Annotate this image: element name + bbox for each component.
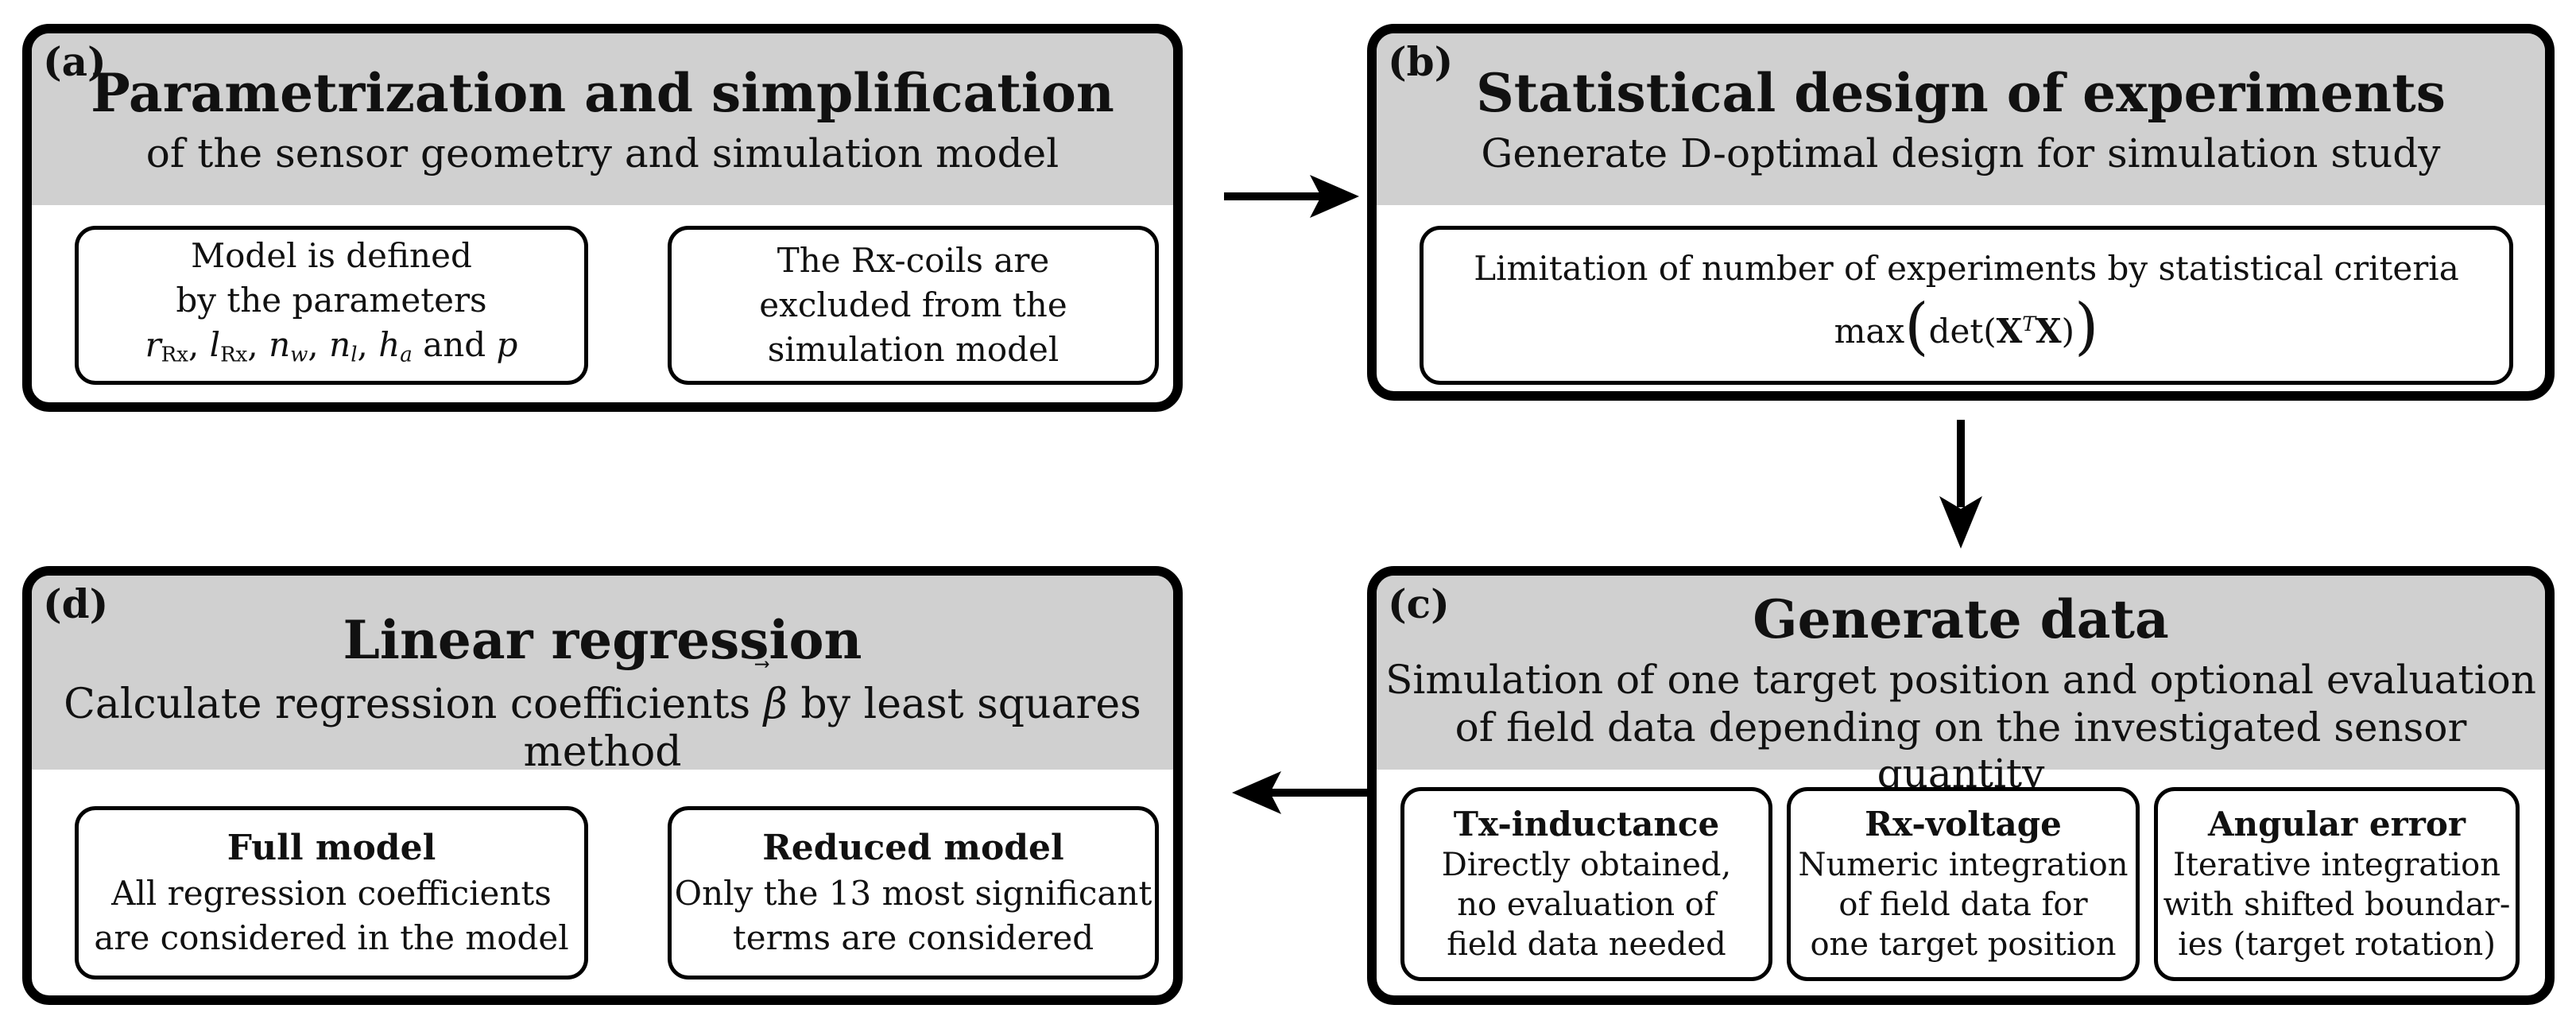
panel-b-subtitle: Generate D-optimal design for simulation… — [1481, 130, 2441, 177]
rx-voltage-box: Rx-voltage Numeric integration of field … — [1787, 787, 2140, 981]
panel-d-header: (d) Linear regression Calculate regressi… — [32, 576, 1173, 776]
panel-a-title: Parametrization and simplification — [91, 62, 1114, 124]
limitation-criteria-text: Limitation of number of experiments by s… — [1474, 248, 2459, 288]
panel-b-title: Statistical design of experiments — [1476, 62, 2446, 124]
model-parameters-box: Model is defined by the parameters rRx, … — [75, 226, 588, 385]
angular-error-line3: ies (target rotation) — [2178, 926, 2496, 963]
rx-voltage-title: Rx-voltage — [1865, 805, 2062, 844]
rx-coils-excluded-box: The Rx-coils are excluded from the simul… — [668, 226, 1159, 385]
panel-b-letter: (b) — [1388, 38, 1454, 85]
reduced-model-box: Reduced model Only the 13 most significa… — [668, 806, 1159, 980]
reduced-model-line2: terms are considered — [732, 918, 1094, 957]
panel-c-letter: (c) — [1388, 580, 1450, 627]
full-model-line2: are considered in the model — [94, 918, 569, 957]
model-parameters-and: and — [423, 324, 486, 364]
angular-error-title: Angular error — [2207, 805, 2466, 844]
tx-inductance-box: Tx-inductance Directly obtained, no eval… — [1400, 787, 1772, 981]
model-parameters-line1: Model is defined — [191, 235, 472, 275]
panel-c-subtitle-line2: of field data depending on the investiga… — [1455, 704, 2467, 797]
panel-d-linear-regression: (d) Linear regression Calculate regressi… — [22, 566, 1183, 1005]
full-model-title: Full model — [227, 828, 436, 868]
rx-voltage-line3: one target position — [1810, 926, 2117, 963]
arrow-a-to-b — [1224, 175, 1359, 218]
panel-c-generate-data: (c) Generate data Simulation of one targ… — [1367, 566, 2555, 1005]
angular-error-line1: Iterative integration — [2173, 847, 2500, 883]
arrow-b-to-c — [1939, 420, 1982, 549]
tx-inductance-title: Tx-inductance — [1453, 805, 1720, 844]
rx-voltage-line2: of field data for — [1838, 886, 2088, 923]
limitation-criteria-box: Limitation of number of experiments by s… — [1420, 226, 2513, 385]
arrow-c-to-d — [1232, 771, 1367, 814]
full-model-box: Full model All regression coefficients a… — [75, 806, 588, 980]
panel-c-title: Generate data — [1753, 588, 2169, 650]
rx-coils-line3: simulation model — [767, 330, 1059, 369]
panel-d-letter: (d) — [43, 580, 109, 627]
panel-b-design-of-experiments: (b) Statistical design of experiments Ge… — [1367, 24, 2555, 401]
panel-c-header: (c) Generate data Simulation of one targ… — [1377, 576, 2545, 797]
panel-b-header: (b) Statistical design of experiments Ge… — [1377, 33, 2545, 205]
beta-vector-symbol: β⃗ — [763, 681, 788, 728]
model-parameters-line2: by the parameters — [176, 280, 487, 320]
d-optimal-formula: max(det(XTX)) — [1834, 290, 2099, 363]
angular-error-line2: with shifted boundar- — [2163, 886, 2511, 923]
full-model-line1: All regression coefficients — [111, 874, 552, 913]
panel-d-title: Linear regression — [343, 609, 862, 671]
panel-a-header: (a) Parametrization and simplification o… — [32, 33, 1173, 205]
rx-coils-line2: excluded from the — [759, 285, 1067, 324]
panel-d-subtitle-pre: Calculate regression coefficients — [64, 681, 751, 728]
tx-inductance-line3: field data needed — [1447, 926, 1726, 963]
reduced-model-line1: Only the 13 most significant — [674, 874, 1152, 913]
panel-d-subtitle-post: by least squares method — [523, 681, 1141, 776]
panel-a-parametrization: (a) Parametrization and simplification o… — [22, 24, 1183, 412]
tx-inductance-line1: Directly obtained, — [1441, 847, 1732, 883]
panel-c-subtitle-line1: Simulation of one target position and op… — [1385, 657, 2536, 703]
tx-inductance-line2: no evaluation of — [1457, 886, 1716, 923]
reduced-model-title: Reduced model — [762, 828, 1064, 868]
panel-a-letter: (a) — [43, 38, 107, 85]
angular-error-box: Angular error Iterative integration with… — [2154, 787, 2520, 981]
rx-coils-line1: The Rx-coils are — [777, 241, 1050, 280]
panel-a-subtitle: of the sensor geometry and simulation mo… — [145, 130, 1059, 177]
panel-d-subtitle: Calculate regression coefficients β⃗ by … — [32, 681, 1173, 776]
rx-voltage-line1: Numeric integration — [1798, 847, 2129, 883]
model-parameters-list: rRx, lRx, nw, nl, ha and p — [145, 324, 518, 367]
